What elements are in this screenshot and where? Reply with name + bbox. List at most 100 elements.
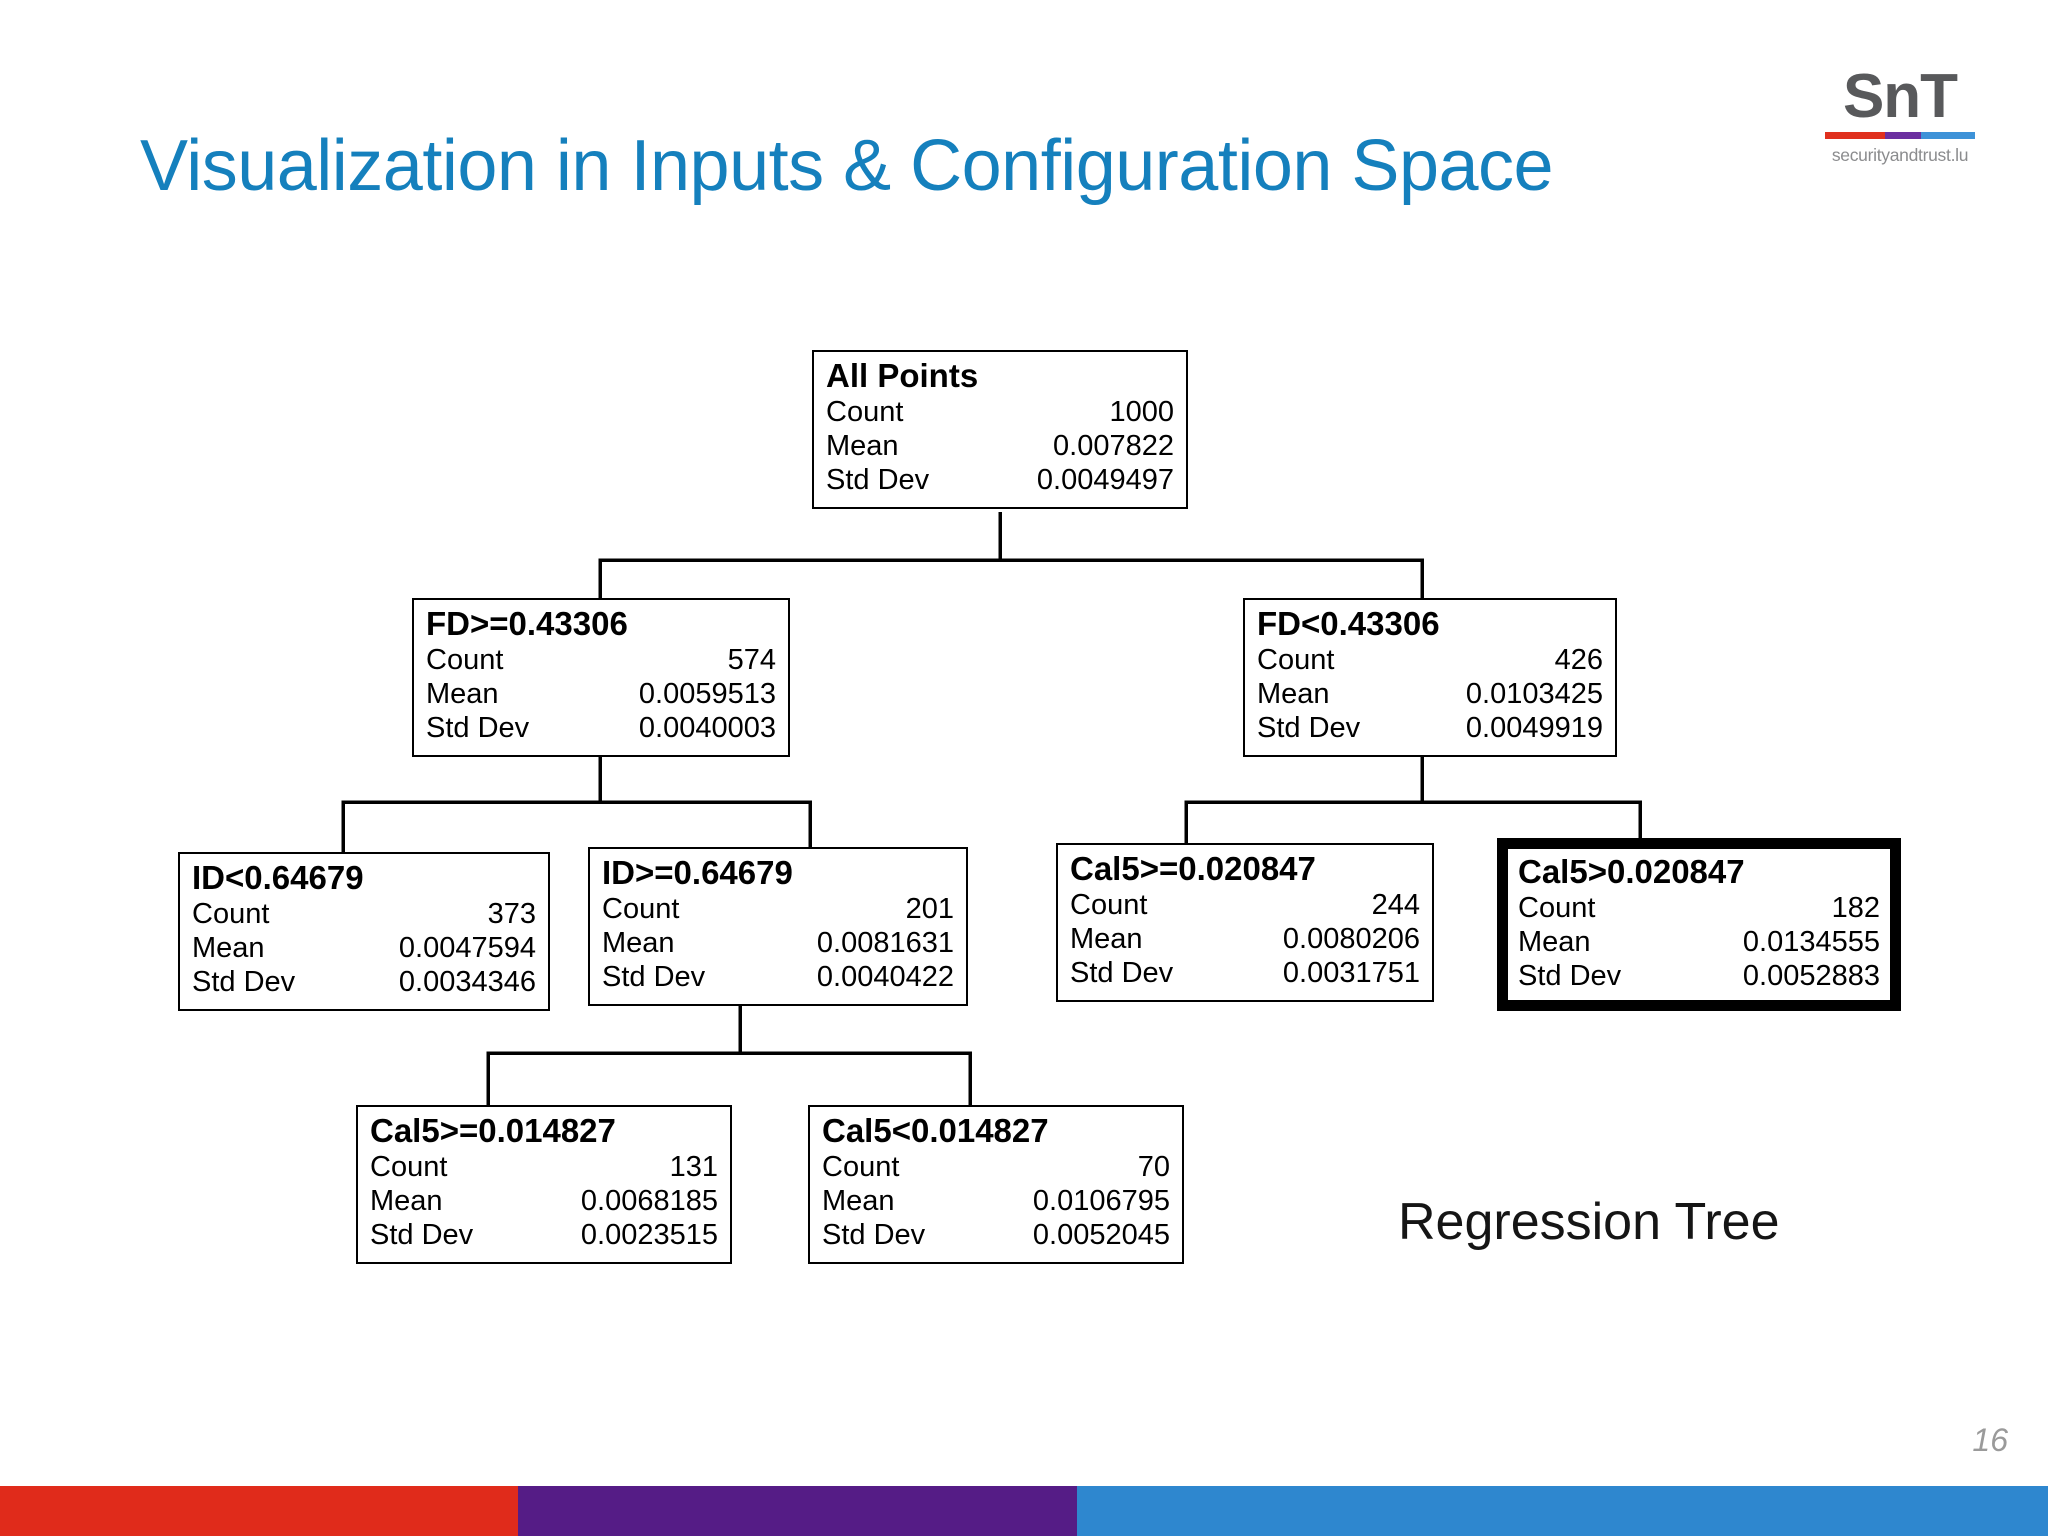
node-stat-count: Count 426 [1257,644,1603,678]
node-stat-std-dev: Std Dev 0.0049919 [1257,712,1603,746]
stat-value-mean: 0.0047594 [398,932,536,965]
stat-value-mean: 0.0059513 [638,678,776,711]
snt-logo: SnT securityandtrust.lu [1810,62,1990,166]
stat-label-count: Count [1518,892,1596,925]
stat-label-mean: Mean [1257,678,1330,711]
node-stat-mean: Mean 0.0081631 [602,927,954,961]
stat-value-std-dev: 0.0040422 [816,961,954,994]
node-stat-mean: Mean 0.0103425 [1257,678,1603,712]
stat-label-std-dev: Std Dev [426,712,530,745]
page-number: 16 [1972,1422,2008,1458]
edge-fdge-to-id-ge [600,800,812,852]
logo-tagline: securityandtrust.lu [1831,144,1969,165]
node-title: Cal5>=0.014827 [370,1112,616,1149]
stat-label-count: Count [1070,889,1148,922]
stat-label-mean: Mean [602,927,675,960]
stat-value-count: 182 [1831,892,1880,925]
stat-value-count: 70 [1137,1151,1170,1184]
tree-node-id-lt[interactable]: ID<0.64679 Count 373 Mean 0.0047594 Std … [178,852,550,1012]
node-stat-mean: Mean 0.0059513 [426,678,776,712]
stat-value-std-dev: 0.0040003 [638,712,776,745]
stat-value-std-dev: 0.0052045 [1032,1219,1170,1252]
logo-wordmark: SnT [1842,62,1958,131]
node-stat-count: Count 201 [602,893,954,927]
node-stat-count: Count 574 [426,644,776,678]
stat-label-mean: Mean [826,430,899,463]
stat-label-std-dev: Std Dev [1257,712,1361,745]
node-stat-mean: Mean 0.0068185 [370,1185,718,1219]
edge-idge-to-cal5-ge-014827 [486,1005,742,1105]
edge-idge-to-cal5-lt-014827 [740,1051,972,1105]
node-stat-std-dev: Std Dev 0.0052883 [1518,960,1880,994]
stat-label-count: Count [1257,644,1335,677]
footer-color-bar [0,1486,2048,1536]
node-stat-std-dev: Std Dev 0.0040003 [426,712,776,746]
tree-node-cal5-ge-020847[interactable]: Cal5>=0.020847 Count 244 Mean 0.0080206 … [1056,843,1434,1003]
stat-label-count: Count [826,396,904,429]
stat-value-mean: 0.0106795 [1032,1185,1170,1218]
tree-node-all-points[interactable]: All Points Count 1000 Mean 0.007822 Std … [812,350,1188,510]
page-title: Visualization in Inputs & Configuration … [140,126,1554,206]
stat-label-std-dev: Std Dev [1518,960,1622,993]
node-title: ID<0.64679 [192,859,364,896]
stat-label-std-dev: Std Dev [192,966,296,999]
stat-label-mean: Mean [822,1185,895,1218]
stat-value-std-dev: 0.0052883 [1742,960,1880,993]
edge-fdlt-to-cal5-ge [1184,757,1424,852]
footer-bar-purple [518,1486,1078,1536]
node-stat-mean: Mean 0.0080206 [1070,923,1420,957]
logo-color-bars [1825,131,1975,139]
stat-label-std-dev: Std Dev [602,961,706,994]
logo-bar-blue [1921,131,1975,139]
node-stat-mean: Mean 0.0106795 [822,1185,1170,1219]
stat-value-mean: 0.0068185 [580,1185,718,1218]
node-stat-std-dev: Std Dev 0.0031751 [1070,957,1420,991]
edge-root-to-fd-ge [598,512,1002,598]
tree-node-fd-lt[interactable]: FD<0.43306 Count 426 Mean 0.0103425 Std … [1243,598,1617,758]
stat-value-std-dev: 0.0049919 [1465,712,1603,745]
node-title: FD>=0.43306 [426,605,628,642]
tree-node-cal5-gt-020847[interactable]: Cal5>0.020847 Count 182 Mean 0.0134555 S… [1497,838,1901,1012]
node-stat-count: Count 1000 [826,396,1174,430]
stat-value-std-dev: 0.0023515 [580,1219,718,1252]
stat-label-std-dev: Std Dev [822,1219,926,1252]
stat-label-std-dev: Std Dev [370,1219,474,1252]
stat-label-std-dev: Std Dev [1070,957,1174,990]
node-title: FD<0.43306 [1257,605,1440,642]
stat-label-count: Count [602,893,680,926]
edge-fdge-to-id-lt [341,757,602,852]
stat-value-std-dev: 0.0031751 [1282,957,1420,990]
node-stat-count: Count 373 [192,898,536,932]
logo-bar-purple [1885,131,1921,139]
node-stat-mean: Mean 0.0134555 [1518,926,1880,960]
stat-value-mean: 0.007822 [1053,430,1174,463]
tree-node-cal5-ge-014827[interactable]: Cal5>=0.014827 Count 131 Mean 0.0068185 … [356,1105,732,1265]
stat-value-mean: 0.0081631 [816,927,954,960]
node-stat-count: Count 182 [1518,892,1880,926]
stat-label-std-dev: Std Dev [826,464,930,497]
stat-label-count: Count [192,898,270,931]
node-stat-std-dev: Std Dev 0.0034346 [192,966,536,1000]
footer-bar-red [0,1486,519,1536]
node-title: Cal5<0.014827 [822,1112,1049,1149]
node-stat-count: Count 131 [370,1151,718,1185]
node-stat-std-dev: Std Dev 0.0052045 [822,1219,1170,1253]
stat-value-count: 244 [1371,889,1420,922]
stat-value-count: 373 [487,898,536,931]
stat-value-mean: 0.0080206 [1282,923,1420,956]
stat-label-count: Count [822,1151,900,1184]
node-title: Cal5>=0.020847 [1070,850,1316,887]
diagram-caption: Regression Tree [1398,1193,1780,1251]
stat-label-count: Count [370,1151,448,1184]
tree-node-fd-ge[interactable]: FD>=0.43306 Count 574 Mean 0.0059513 Std… [412,598,790,758]
stat-value-std-dev: 0.0034346 [398,966,536,999]
tree-node-id-ge[interactable]: ID>=0.64679 Count 201 Mean 0.0081631 Std… [588,847,968,1007]
logo-bar-red [1825,131,1885,139]
node-title: Cal5>0.020847 [1518,853,1745,890]
tree-node-cal5-lt-014827[interactable]: Cal5<0.014827 Count 70 Mean 0.0106795 St… [808,1105,1184,1265]
edge-fdlt-to-cal5-gt [1422,800,1642,838]
stat-label-mean: Mean [1070,923,1143,956]
stat-value-mean: 0.0134555 [1742,926,1880,959]
